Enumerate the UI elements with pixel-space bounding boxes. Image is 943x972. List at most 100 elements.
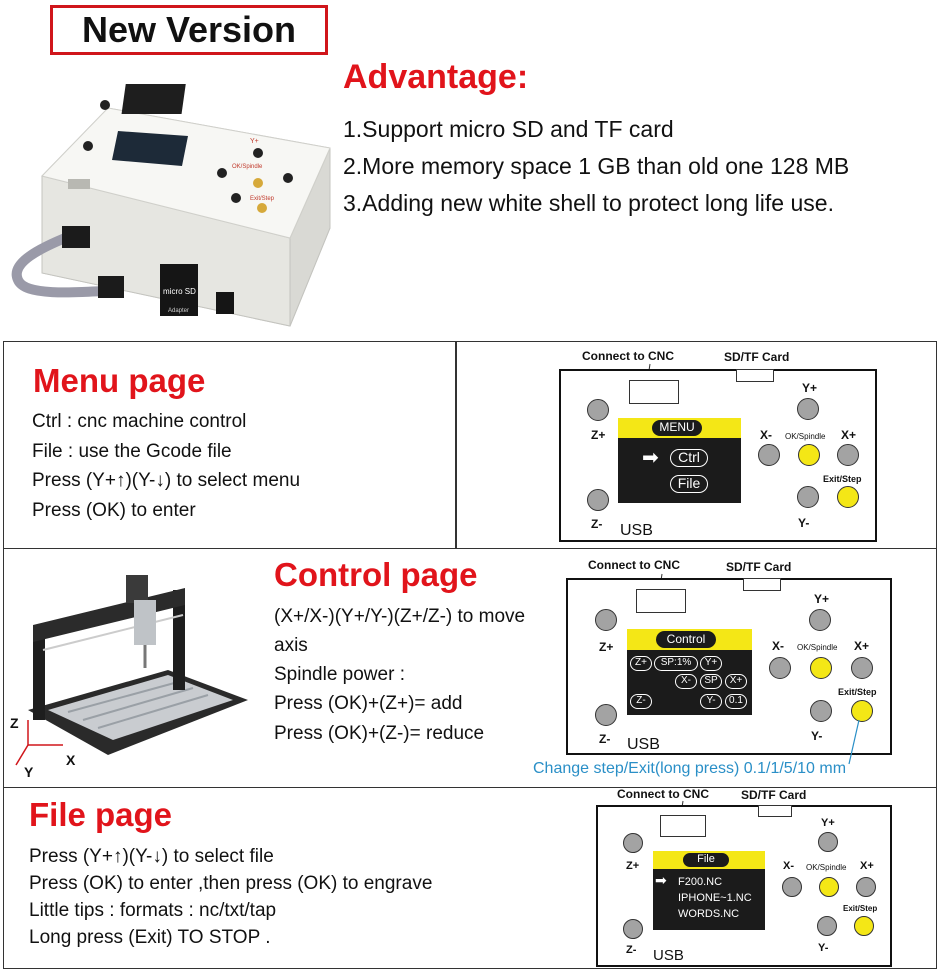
micro-sd-card bbox=[216, 292, 234, 314]
axis-x-label: X bbox=[66, 752, 76, 768]
yminus-label: Y- bbox=[811, 729, 823, 743]
control-line-2: axis bbox=[274, 635, 308, 656]
file-item-3: WORDS.NC bbox=[678, 908, 740, 920]
axis-y-label: Y bbox=[24, 764, 34, 780]
yminus-button bbox=[797, 486, 819, 508]
lcd-xminus: X- bbox=[675, 674, 697, 689]
connect-port bbox=[636, 589, 686, 613]
yplus-label: Y+ bbox=[814, 592, 830, 606]
advantage-item-1: 1.Support micro SD and TF card bbox=[343, 116, 674, 142]
yminus-button bbox=[817, 916, 837, 936]
usb-label: USB bbox=[620, 522, 653, 539]
menu-lcd-file: File bbox=[670, 475, 708, 493]
zminus-button bbox=[587, 489, 609, 511]
control-controller-panel: Control Z+ SP:1% Y+ X- SP X+ Z- Y- 0.1 Z… bbox=[566, 578, 892, 755]
file-item-2: IPHONE~1.NC bbox=[678, 892, 752, 904]
cnc-machine-image: Z X Y bbox=[10, 575, 248, 780]
menu-arrow-icon: ➡ bbox=[642, 447, 659, 469]
lcd-yplus: Y+ bbox=[700, 656, 722, 671]
lcd-xplus: X+ bbox=[725, 674, 747, 689]
new-version-badge: New Version bbox=[50, 5, 328, 55]
xplus-label: X+ bbox=[854, 639, 870, 653]
file-lcd-header: File bbox=[653, 851, 765, 869]
button-yminus bbox=[231, 193, 241, 203]
ok-label: OK/Spindle bbox=[785, 432, 826, 441]
control-line-1: (X+/X-)(Y+/Y-)(Z+/Z-) to move bbox=[274, 606, 526, 627]
sd-slot bbox=[743, 578, 781, 591]
ok-label: OK/Spindle bbox=[797, 643, 838, 652]
ribbon-cable bbox=[11, 231, 121, 298]
usb-label: USB bbox=[627, 736, 660, 753]
file-arrow-icon: ➡ bbox=[655, 872, 667, 888]
zminus-label: Z- bbox=[626, 944, 637, 956]
button-ok bbox=[253, 178, 263, 188]
yplus-button bbox=[818, 832, 838, 852]
file-lcd-title: File bbox=[683, 853, 729, 867]
exit-pointer-line bbox=[848, 719, 860, 765]
xminus-button bbox=[758, 444, 780, 466]
yplus-label: Y+ bbox=[802, 381, 818, 395]
menu-page-title: Menu page bbox=[33, 362, 206, 399]
cable-connector bbox=[62, 226, 90, 248]
cable-connector-2 bbox=[98, 276, 124, 298]
yplus-button bbox=[809, 609, 831, 631]
axis-z-label: Z bbox=[10, 715, 19, 731]
xminus-label: X- bbox=[772, 639, 784, 653]
button-zplus bbox=[100, 100, 110, 110]
xminus-label: X- bbox=[760, 428, 772, 442]
usb-port bbox=[68, 179, 90, 189]
lcd-yminus: Y- bbox=[700, 694, 722, 709]
file-connect-label: Connect to CNC bbox=[617, 787, 709, 801]
yplus-button bbox=[797, 398, 819, 420]
file-page-title: File page bbox=[29, 796, 173, 833]
file-item-1: F200.NC bbox=[678, 876, 723, 888]
exit-button bbox=[851, 700, 873, 722]
zminus-label: Z- bbox=[591, 517, 603, 531]
advantage-item-2: 2.More memory space 1 GB than old one 12… bbox=[343, 153, 850, 179]
xplus-button bbox=[856, 877, 876, 897]
file-line-1: Press (Y+↑)(Y-↓) to select file bbox=[29, 846, 274, 867]
control-lcd-header: Control bbox=[627, 629, 752, 650]
advantage-item-3: 3.Adding new white shell to protect long… bbox=[343, 190, 834, 216]
zplus-label: Z+ bbox=[591, 428, 606, 442]
stepper-motor bbox=[126, 575, 148, 603]
xplus-label: X+ bbox=[860, 860, 874, 872]
button-exit bbox=[257, 203, 267, 213]
zplus-label: Z+ bbox=[599, 640, 614, 654]
connect-port bbox=[629, 380, 679, 404]
lcd-sp-percent: SP:1% bbox=[654, 656, 698, 671]
yminus-label: Y- bbox=[818, 942, 829, 954]
usb-label: USB bbox=[653, 947, 684, 964]
control-line-5: Press (OK)+(Z-)= reduce bbox=[274, 723, 485, 744]
menu-line-4: Press (OK) to enter bbox=[32, 500, 196, 521]
yplus-label: Y+ bbox=[821, 817, 835, 829]
idc-connector bbox=[121, 84, 186, 114]
xminus-button bbox=[782, 877, 802, 897]
spindle bbox=[134, 600, 156, 645]
zminus-button bbox=[623, 919, 643, 939]
file-section bbox=[3, 787, 937, 969]
menu-lcd-header: MENU bbox=[618, 418, 741, 438]
file-lcd: File ➡ F200.NC IPHONE~1.NC WORDS.NC bbox=[653, 851, 765, 930]
control-sdcard-label: SD/TF Card bbox=[726, 560, 792, 574]
button-xplus bbox=[283, 173, 293, 183]
exit-print: Exit/Step bbox=[250, 196, 275, 202]
zminus-label: Z- bbox=[599, 732, 611, 746]
zminus-button bbox=[595, 704, 617, 726]
sd-adapter-subtext: Adapter bbox=[168, 308, 189, 314]
file-line-3: Little tips : formats : nc/txt/tap bbox=[29, 900, 277, 921]
sd-adapter-text: micro SD bbox=[163, 287, 196, 296]
exit-label: Exit/Step bbox=[843, 904, 878, 913]
xminus-label: X- bbox=[783, 860, 794, 872]
connect-port bbox=[660, 815, 706, 837]
button-yplus bbox=[253, 148, 263, 158]
control-step-note: Change step/Exit(long press) 0.1/1/5/10 … bbox=[533, 760, 847, 777]
control-page-title: Control page bbox=[274, 556, 478, 593]
xplus-button bbox=[837, 444, 859, 466]
control-lcd-title: Control bbox=[656, 631, 716, 648]
ok-button bbox=[810, 657, 832, 679]
menu-line-1: Ctrl : cnc machine control bbox=[32, 411, 247, 432]
menu-lcd-ctrl: Ctrl bbox=[670, 449, 708, 467]
menu-lcd: MENU ➡ Ctrl File bbox=[618, 418, 741, 503]
gantry-left bbox=[33, 625, 45, 720]
